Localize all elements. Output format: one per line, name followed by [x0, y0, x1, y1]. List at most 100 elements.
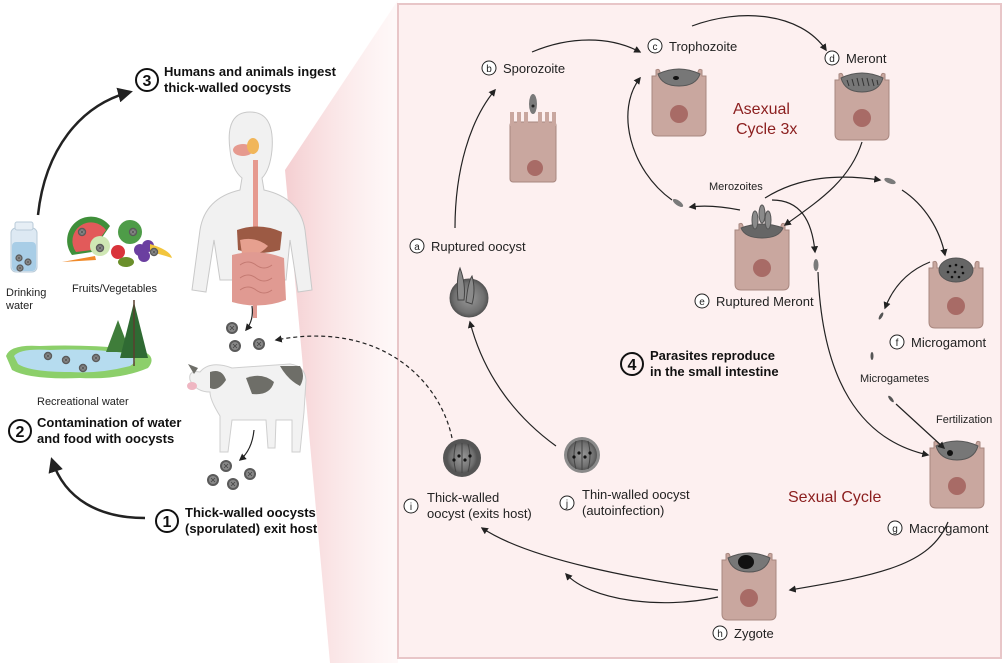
stage-j-label-2: (autoinfection)	[582, 503, 664, 518]
stage-b-label: Sporozoite	[503, 61, 565, 76]
step-4-line2: in the small intestine	[650, 364, 779, 379]
stage-b-badge	[481, 60, 497, 76]
drinking-water-icon	[10, 221, 38, 273]
stage-c-label: Trophozoite	[669, 39, 737, 54]
recreational-water-icon	[6, 300, 152, 379]
stage-d: d Meront	[824, 50, 890, 141]
arrow-e-to-c	[627, 76, 673, 201]
ruptured-meront-cell-icon	[734, 204, 790, 291]
step-3-line2: thick-walled oocysts	[164, 80, 291, 95]
microgametes-label: Microgametes	[860, 373, 930, 385]
stage-i-badge	[403, 498, 419, 514]
stage-g-badge	[887, 520, 903, 536]
asexual-cycle-label-2: Cycle 3x	[736, 121, 797, 138]
drinking-water-label-1: Drinking	[6, 287, 46, 299]
oocyst-icon	[228, 339, 242, 353]
stage-j-badge	[559, 495, 575, 511]
step-1: 1 Thick-walled oocysts (sporulated) exit…	[155, 505, 318, 536]
stage-c-letter: c	[653, 42, 658, 53]
oocyst-icon	[219, 459, 233, 473]
stage-f-badge	[889, 334, 905, 350]
recreational-water-label: Recreational water	[37, 396, 129, 408]
stage-g-label: Macrogamont	[909, 521, 989, 536]
fertilization-label: Fertilization	[936, 414, 992, 426]
stage-i-label-1: Thick-walled	[427, 490, 499, 505]
stage-g-letter: g	[892, 524, 898, 535]
arrow-excretion-human	[245, 305, 253, 332]
step-3-line1: Humans and animals ingest	[164, 64, 337, 79]
stage-e-label: Ruptured Meront	[716, 294, 814, 309]
stage-a-label: Ruptured oocyst	[431, 239, 526, 254]
stage-d-label: Meront	[846, 51, 887, 66]
arrow-contamination	[48, 457, 146, 520]
stage-e: e Ruptured Meront	[694, 204, 814, 309]
stage-e-letter: e	[699, 297, 705, 308]
stage-a-badge	[409, 238, 425, 254]
oocyst-icon	[252, 337, 266, 351]
microgamete-icon	[870, 352, 874, 360]
step-1-number: 1	[163, 514, 172, 531]
oocyst-icon	[226, 477, 240, 491]
step-4-line1: Parasites reproduce	[650, 348, 775, 363]
arrow-h-to-i	[480, 527, 719, 591]
stage-i: i Thick-walled oocyst (exits host)	[403, 439, 532, 521]
arrow-ingest	[36, 87, 133, 216]
stage-i-label-2: oocyst (exits host)	[427, 506, 532, 521]
step-3-badge	[135, 68, 159, 92]
stage-f-label: Microgamont	[911, 335, 987, 350]
microgamont-cell-icon	[928, 257, 984, 329]
arrow-merozoite-left	[688, 202, 741, 211]
stage-j-letter: j	[565, 499, 568, 510]
thin-walled-oocyst-icon	[564, 437, 600, 473]
arrow-g-to-h	[788, 521, 949, 593]
step-4-number: 4	[628, 357, 637, 374]
merozoite-icon	[672, 198, 684, 208]
step-2-number: 2	[16, 424, 25, 441]
step-1-line2: (sporulated) exit host	[185, 521, 318, 536]
stage-j-label-1: Thin-walled oocyst	[582, 487, 690, 502]
step-3: 3 Humans and animals ingest thick-walled…	[135, 64, 337, 95]
step-2: 2 Contamination of water and food with o…	[8, 415, 181, 446]
stage-g: g Macrogamont	[887, 440, 989, 536]
asexual-cycle-label-1: Asexual	[733, 101, 790, 118]
step-2-line1: Contamination of water	[37, 415, 181, 430]
arrow-excretion-cow	[238, 429, 255, 461]
stage-a-letter: a	[414, 242, 420, 253]
stage-b: b Sporozoite	[481, 60, 565, 183]
stage-c-badge	[647, 38, 663, 54]
arrow-to-microgamont	[901, 189, 948, 257]
stage-b-letter: b	[486, 64, 492, 75]
step-1-line1: Thick-walled oocysts	[185, 505, 316, 520]
sporozoite-cell-icon	[509, 94, 557, 183]
microgamete-icon	[878, 312, 884, 320]
human-body-illustration	[191, 111, 313, 318]
arrow-exit-host-dashed	[274, 335, 453, 439]
meront-cell-icon	[834, 72, 890, 141]
arrow-merozoite-to-macrogamont	[817, 271, 930, 458]
trophozoite-cell-icon	[651, 68, 707, 137]
merozoite-icon	[813, 259, 819, 271]
step-4-badge	[620, 352, 644, 376]
stage-j: j Thin-walled oocyst (autoinfection)	[559, 437, 690, 518]
arrow-microgamont-to-microgametes	[883, 261, 931, 310]
step-2-line2: and food with oocysts	[37, 431, 174, 446]
stage-f-letter: f	[896, 338, 899, 349]
step-1-badge	[155, 509, 179, 533]
stage-h-badge	[712, 625, 728, 641]
arrow-d-to-e	[783, 141, 863, 226]
stage-d-badge	[824, 50, 840, 66]
arrow-j-to-a	[467, 320, 557, 447]
stage-i-letter: i	[410, 502, 412, 513]
arrow-a-to-b	[454, 88, 496, 229]
merozoite-icon	[884, 177, 896, 185]
drinking-water-label-2: water	[5, 300, 33, 312]
stage-h-label: Zygote	[734, 626, 774, 641]
arrow-h-to-j	[565, 572, 719, 604]
fruits-vegetables-label: Fruits/Vegetables	[72, 283, 157, 295]
arrow-merozoite-down	[771, 199, 819, 254]
step-4: 4 Parasites reproduce in the small intes…	[620, 348, 779, 379]
cow-illustration	[187, 363, 307, 453]
merozoites-label: Merozoites	[709, 181, 763, 193]
magnification-beam	[285, 0, 398, 663]
